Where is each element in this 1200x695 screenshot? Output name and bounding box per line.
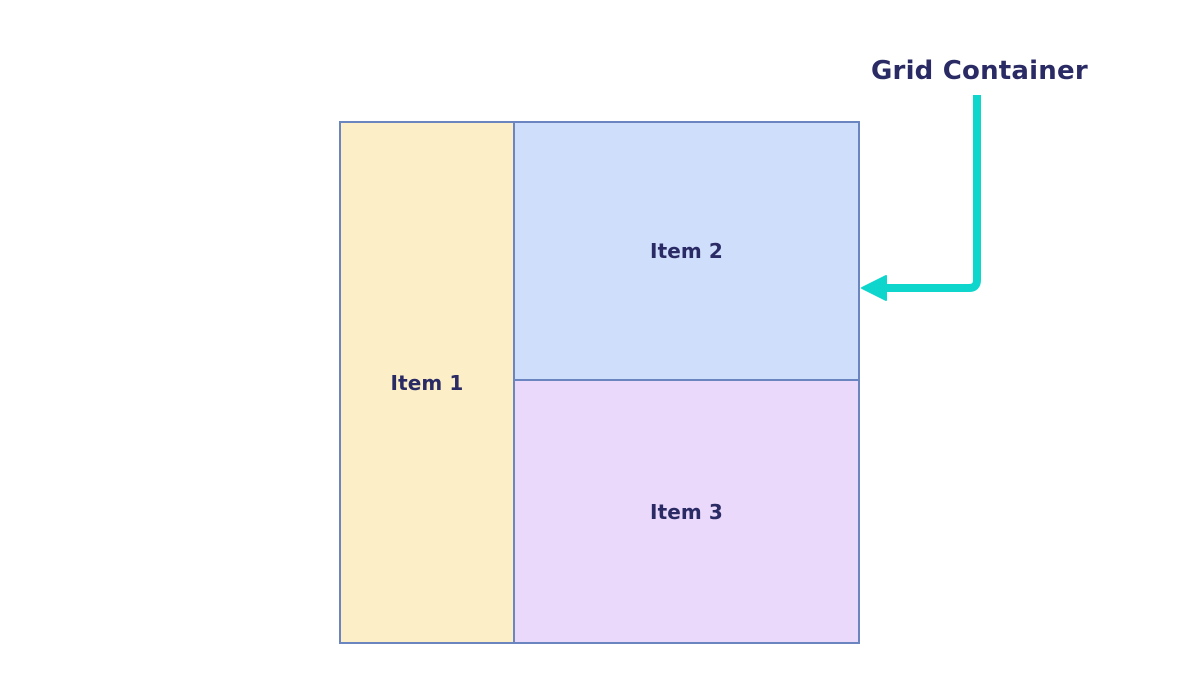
grid-item-1-label: Item 1: [390, 370, 464, 395]
grid-container: Item 1 Item 2 Item 3: [339, 121, 860, 644]
grid-item-3: Item 3: [515, 381, 858, 642]
grid-item-2-label: Item 2: [650, 239, 723, 263]
grid-item-3-label: Item 3: [650, 499, 723, 524]
grid-item-1: Item 1: [341, 123, 515, 642]
callout-label-grid-container: Grid Container: [871, 56, 1088, 86]
callout-arrow-icon: [861, 95, 981, 301]
grid-item-2: Item 2: [515, 123, 858, 381]
